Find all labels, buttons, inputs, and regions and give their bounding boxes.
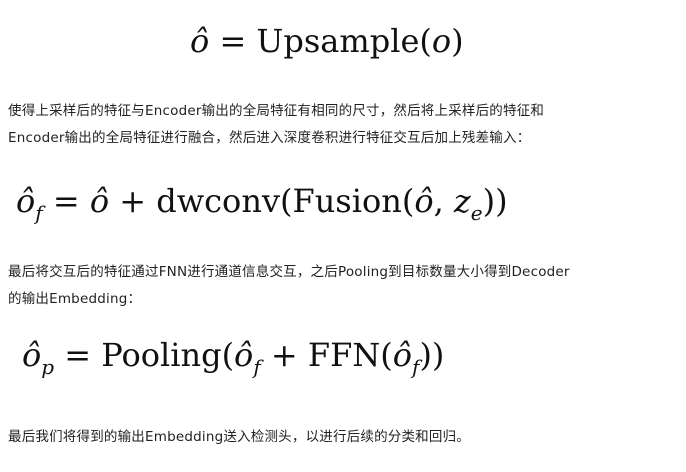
eq-term: ô	[392, 336, 413, 374]
paragraph-3: 最后我们将得到的输出Embedding送入检测头，以进行后续的分类和回归。	[8, 424, 470, 451]
eq-close: ))	[419, 336, 445, 374]
text-line: 的输出Embedding：	[8, 291, 142, 307]
eq-sub: f	[35, 201, 43, 225]
eq-term: z	[453, 182, 471, 220]
eq-plus: +	[109, 182, 157, 220]
eq-fn: Pooling(	[101, 336, 235, 374]
eq-term: ô	[414, 182, 434, 220]
eq-sub: e	[470, 201, 483, 225]
paragraph-1: 使得上采样后的特征与Encoder输出的全局特征有相同的尺寸，然后将上采样后的特…	[8, 98, 544, 152]
eq-rel: =	[42, 182, 90, 220]
eq-rel: =	[54, 336, 102, 374]
text-line: 使得上采样后的特征与Encoder输出的全局特征有相同的尺寸，然后将上采样后的特…	[8, 103, 545, 119]
eq-arg: o	[431, 22, 452, 60]
equation-upsample: ô = Upsample(o)	[190, 22, 464, 60]
eq-lhs: ô	[190, 22, 210, 60]
text-line: 最后我们将得到的输出Embedding送入检测头，以进行后续的分类和回归。	[8, 429, 470, 445]
eq-term: ô	[234, 336, 254, 374]
eq-fn: Upsample(	[256, 22, 432, 60]
eq-close: ))	[482, 182, 508, 220]
text-line: Encoder输出的全局特征进行融合，然后进入深度卷积进行特征交互后加上残差输入…	[8, 130, 531, 146]
eq-fn: dwconv(Fusion(	[156, 182, 415, 220]
paragraph-2: 最后将交互后的特征通过FNN进行通道信息交互，之后Pooling到目标数量大小得…	[8, 259, 570, 313]
equation-pooling: ôp = Pooling(ôf + FFN(ôf))	[22, 336, 444, 379]
eq-rel: =	[209, 22, 257, 60]
eq-comma: ,	[433, 182, 454, 220]
eq-sub: f	[253, 355, 261, 379]
eq-sub: p	[41, 355, 55, 379]
eq-lhs: ô	[22, 336, 42, 374]
eq-close: )	[451, 22, 464, 60]
eq-lhs: ô	[16, 182, 36, 220]
equation-fusion: ôf = ô + dwconv(Fusion(ô, ze))	[16, 182, 508, 225]
eq-term: ô	[89, 182, 110, 220]
eq-plus: +	[260, 336, 308, 374]
eq-fn: FFN(	[307, 336, 393, 374]
eq-sub: f	[412, 355, 420, 379]
text-line: 最后将交互后的特征通过FNN进行通道信息交互，之后Pooling到目标数量大小得…	[8, 264, 570, 280]
